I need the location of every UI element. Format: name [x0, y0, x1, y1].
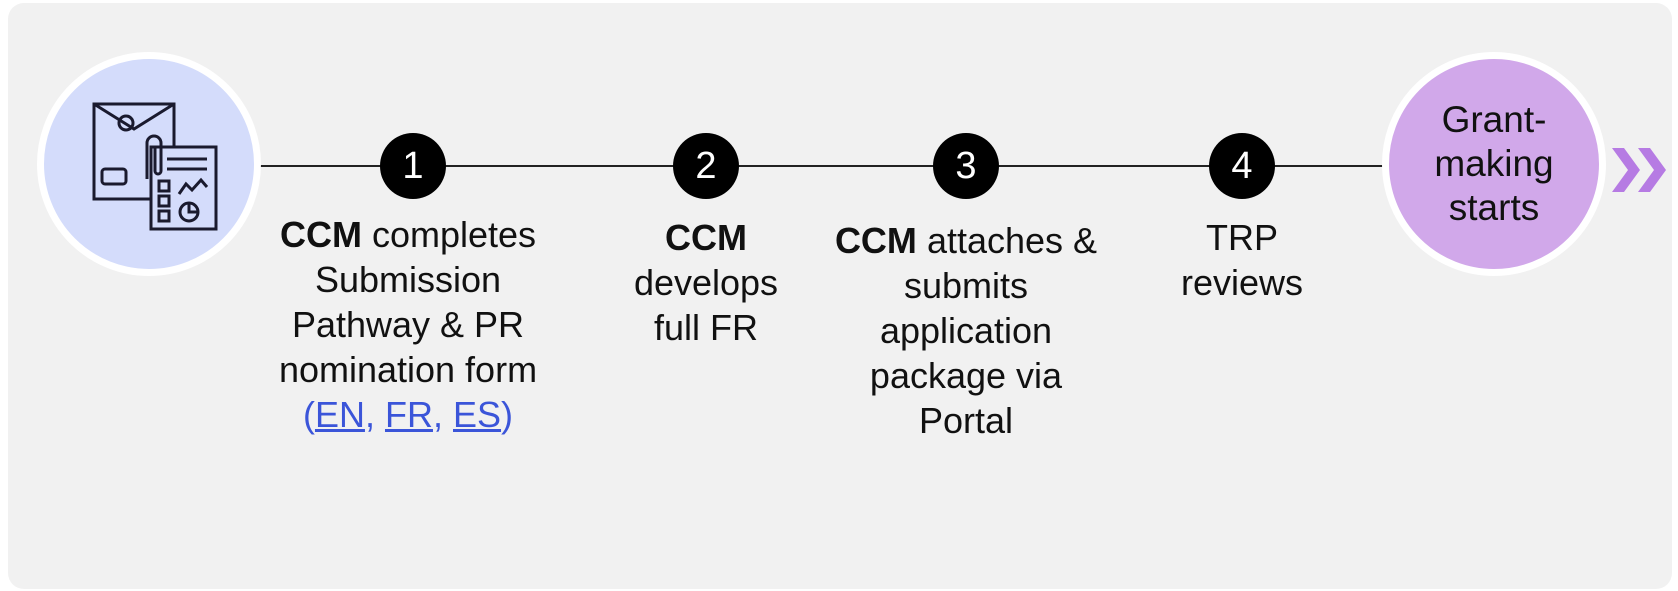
- step-1-actor: CCM: [279, 214, 362, 255]
- language-links: (EN, FR, ES): [303, 394, 513, 435]
- document-envelope-icon: [92, 102, 218, 231]
- step-2-text: CCM develops full FR: [611, 215, 801, 350]
- step-3-text: CCM attaches & submits application packa…: [820, 218, 1112, 443]
- step-4-text: TRP reviews: [1160, 215, 1324, 305]
- step-1-number: 1: [380, 133, 446, 199]
- step-2-actor: CCM: [665, 217, 747, 258]
- links-separator: ,: [432, 394, 453, 435]
- step-2-description: develops full FR: [633, 262, 779, 348]
- end-circle: Grant-making starts: [1382, 52, 1606, 276]
- step-3-description: attaches & submits application package v…: [869, 220, 1098, 441]
- timeline-line: [240, 165, 1400, 167]
- step-2-number: 2: [673, 133, 739, 199]
- links-open-paren: (: [302, 394, 315, 435]
- double-chevron-right-icon: [1612, 148, 1666, 192]
- end-label: Grant-making starts: [1434, 99, 1554, 228]
- step-3-actor: CCM: [834, 220, 917, 261]
- diagram-panel: [8, 3, 1672, 589]
- step-1-description: completes Submission Pathway & PR nomina…: [278, 214, 538, 390]
- link-fr[interactable]: FR: [384, 394, 433, 435]
- links-separator: ,: [364, 394, 385, 435]
- link-es[interactable]: ES: [453, 394, 502, 435]
- links-close-paren: ): [501, 394, 514, 435]
- step-4-number: 4: [1209, 133, 1275, 199]
- step-1-text: CCM completes Submission Pathway & PR no…: [262, 212, 554, 437]
- step-4-description: TRP reviews: [1180, 217, 1304, 303]
- start-circle: [37, 52, 261, 276]
- step-3-number: 3: [933, 133, 999, 199]
- link-en[interactable]: EN: [314, 394, 365, 435]
